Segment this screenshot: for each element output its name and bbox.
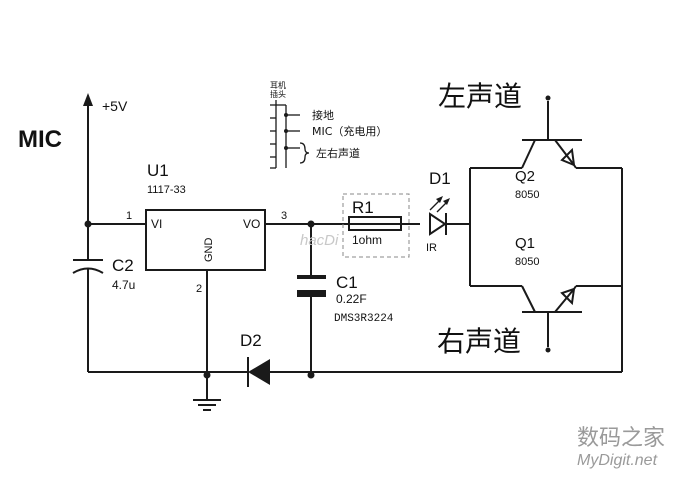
- ir-led-d1: [429, 196, 470, 236]
- transistor-q2: [521, 95, 622, 169]
- q1-part: 8050: [515, 256, 539, 268]
- u1-pin-gnd: GND: [203, 238, 215, 263]
- u1-pin-vi: VI: [151, 217, 162, 231]
- resistor-r1: [342, 193, 410, 258]
- jack-mic-label: MIC（充电用）: [312, 124, 387, 138]
- jack-title-line2: 插头: [270, 89, 286, 99]
- r1-ref: R1: [352, 198, 374, 217]
- q2-part: 8050: [515, 189, 539, 201]
- d1-type: IR: [426, 242, 437, 254]
- u1-pin2: 2: [196, 283, 202, 295]
- capacitor-c1: [297, 220, 326, 375]
- c1-ref: C1: [336, 273, 358, 292]
- u1-pin1: 1: [126, 210, 132, 222]
- transistor-q1: [521, 285, 622, 353]
- vcc-arrow-icon: [83, 93, 93, 106]
- right-channel-label: 右声道: [437, 325, 521, 358]
- c2-value: 4.7u: [112, 278, 135, 292]
- middle-watermark: hacDi: [300, 232, 339, 249]
- d2-ref: D2: [240, 331, 262, 350]
- output-stage: [469, 167, 623, 372]
- jack-ground-label: 接地: [312, 109, 334, 122]
- jack-lr-label: 左右声道: [316, 146, 360, 160]
- u1-ref: U1: [147, 161, 169, 180]
- u1-part: 1117-33: [147, 184, 186, 196]
- u1-pin3: 3: [281, 210, 287, 222]
- watermark-cn: 数码之家: [577, 426, 665, 451]
- u1-pin-vo: VO: [243, 217, 260, 231]
- d1-ref: D1: [429, 169, 451, 188]
- c2-ref: C2: [112, 256, 134, 275]
- ground-symbol: [193, 375, 221, 411]
- q2-ref: Q2: [515, 168, 535, 185]
- watermark-en: MyDigit.net: [577, 452, 658, 469]
- left-channel-label: 左声道: [438, 80, 522, 113]
- r1-value: 1ohm: [352, 233, 382, 247]
- ground-rail: [88, 371, 622, 379]
- c1-part: DMS3R3224: [334, 313, 394, 325]
- diode-d2: [247, 357, 270, 387]
- c1-value: 0.22F: [336, 292, 367, 306]
- mic-label: MIC: [18, 126, 62, 153]
- capacitor-c2: [72, 224, 104, 372]
- q1-ref: Q1: [515, 235, 535, 252]
- jack-title-line1: 耳机: [270, 80, 286, 90]
- vcc-label: +5V: [102, 98, 128, 114]
- headphone-plug-diagram: [270, 100, 310, 169]
